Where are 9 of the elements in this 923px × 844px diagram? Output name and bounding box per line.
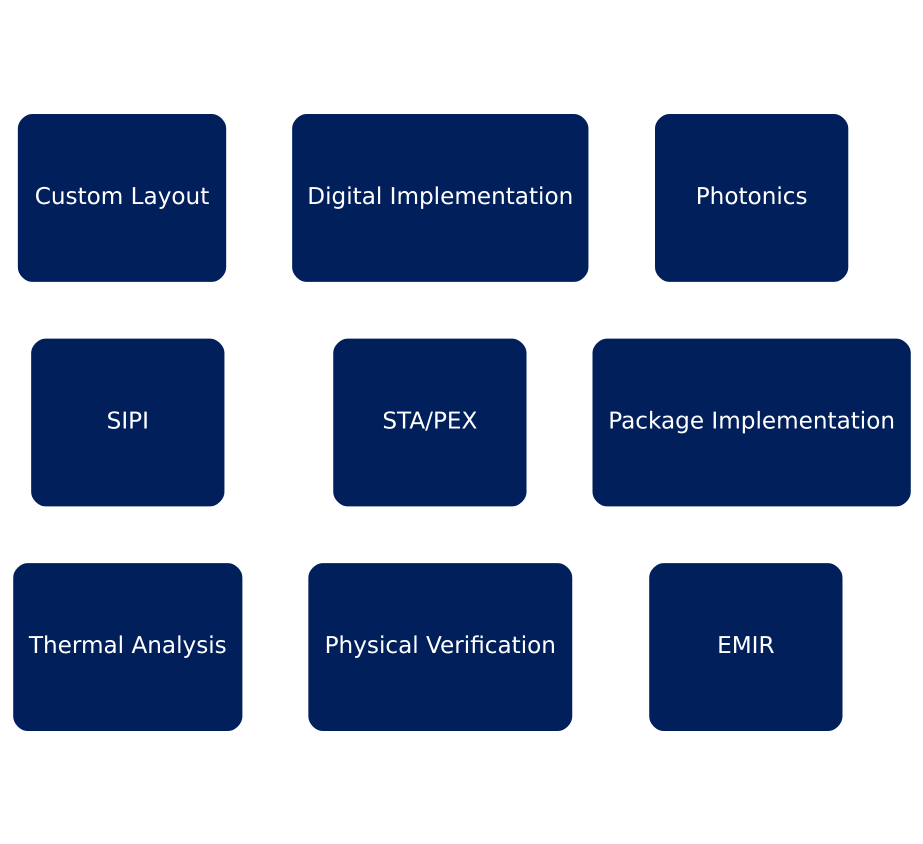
node-box: Custom Layout: [17, 114, 226, 282]
node-box: Digital Implementation: [292, 114, 588, 282]
node-box: STA/PEX: [332, 338, 526, 506]
node-box: EMIR: [648, 562, 842, 730]
node-box: Photonics: [654, 114, 848, 282]
node-box: Physical Verification: [308, 562, 572, 730]
node-box: SIPI: [30, 338, 224, 506]
node-box: Thermal Analysis: [12, 562, 242, 730]
node-box: Package Implementation: [592, 338, 910, 506]
